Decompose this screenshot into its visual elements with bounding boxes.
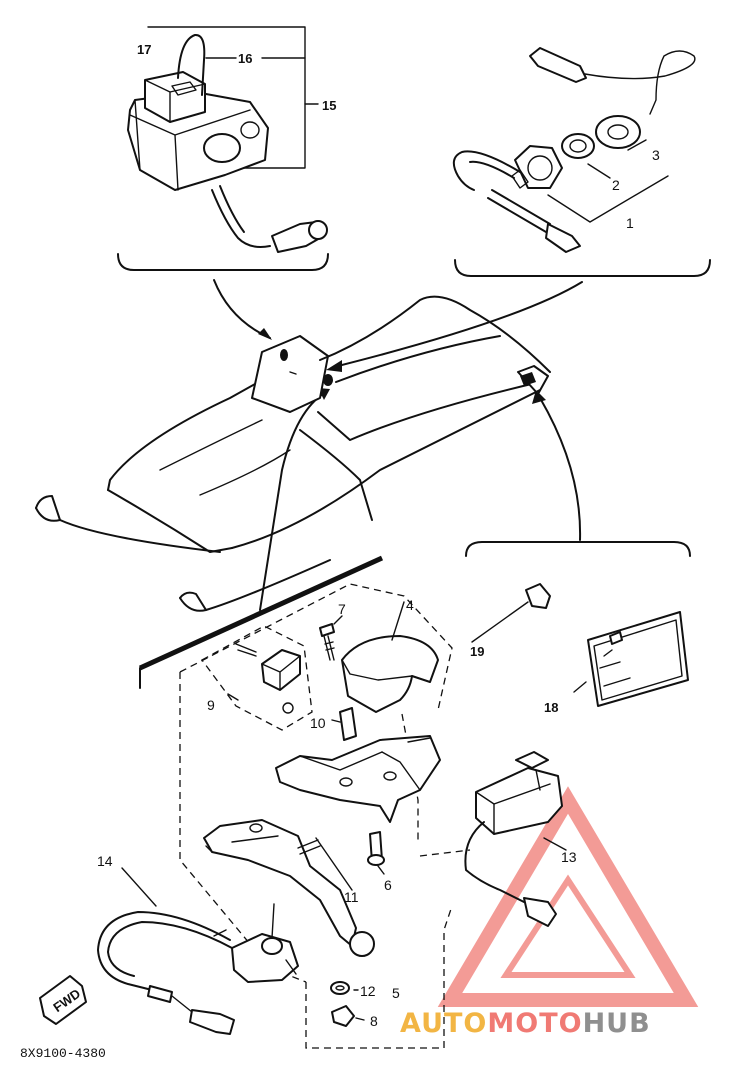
tail-light-parts: [471, 583, 689, 707]
leader-arrows: [213, 279, 583, 611]
watermark-moto: MOTO: [487, 1008, 582, 1039]
throttle-assembly: [179, 583, 471, 1049]
label-16: 16: [238, 51, 252, 66]
label-11: 11: [344, 889, 359, 905]
label-8: 8: [370, 1013, 378, 1029]
watermark-triangle: [437, 786, 699, 1007]
snowmobile-outline: [35, 295, 551, 689]
watermark-auto: AUTO: [400, 1008, 487, 1039]
diagram-code: 8X9100-4380: [20, 1046, 106, 1061]
label-2: 2: [612, 177, 620, 193]
label-7: 7: [338, 601, 346, 617]
inset-main-switch: [452, 47, 711, 277]
watermark-hub: HUB: [583, 1008, 651, 1039]
label-6: 6: [384, 877, 392, 893]
label-18: 18: [544, 700, 558, 715]
label-15: 15: [322, 98, 336, 113]
watermark-text: AUTOMOTOHUB: [400, 1008, 651, 1039]
label-1: 1: [626, 215, 634, 231]
label-12: 12: [360, 983, 376, 999]
label-13: 13: [561, 849, 577, 865]
callout-labels: 17 16 15 3 2 1 4 7 19 9 10 18 13 14 6 11…: [97, 42, 660, 1029]
label-14: 14: [97, 853, 113, 869]
relay-unit: [464, 751, 567, 927]
inset-relay-unit: [117, 26, 329, 271]
forward-arrow-icon: FWD: [39, 975, 87, 1025]
label-10: 10: [310, 715, 326, 731]
label-19: 19: [470, 644, 484, 659]
label-9: 9: [207, 697, 215, 713]
label-5: 5: [392, 985, 400, 1001]
label-4: 4: [406, 597, 414, 613]
wire-harness: [97, 867, 235, 1035]
label-3: 3: [652, 147, 660, 163]
inset-light-frame: [465, 541, 691, 557]
label-17: 17: [137, 42, 151, 57]
